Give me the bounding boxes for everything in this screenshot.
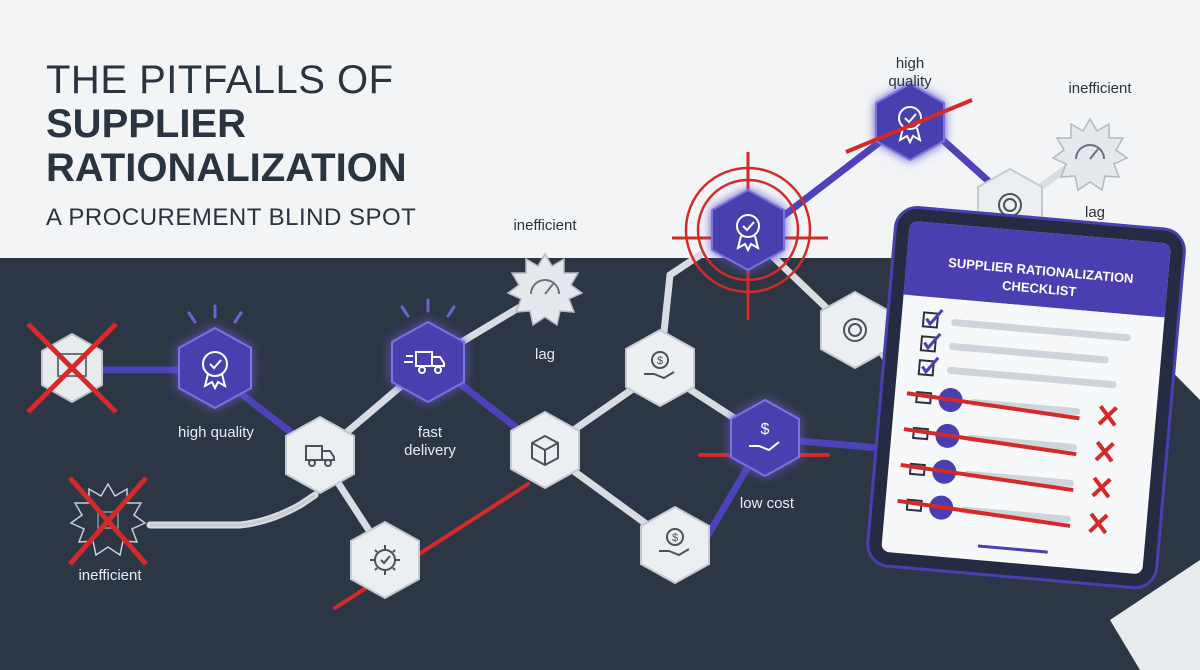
- node-fast-delivery: [391, 320, 465, 404]
- label-fast: fast: [417, 424, 443, 441]
- subtitle: A PROCUREMENT BLIND SPOT: [46, 204, 417, 231]
- label-lag-mid: lag: [534, 346, 556, 363]
- node-crossed-warehouse: [26, 322, 118, 414]
- label-low-cost: low cost: [739, 495, 795, 512]
- label-inefficient-bottom: inefficient: [78, 567, 142, 584]
- x-mark-icon: [1097, 404, 1118, 427]
- checklist-tablet: [866, 205, 1186, 590]
- low-cost-icon: $: [749, 421, 780, 452]
- gear-check-icon: [370, 545, 400, 575]
- x-mark-icon-3: [1091, 476, 1112, 499]
- x-mark-icon-2: [1094, 440, 1115, 463]
- inefficient-burst-mid: [506, 252, 584, 327]
- label-lag-right: lag: [1084, 204, 1106, 221]
- svg-text:$: $: [672, 532, 678, 544]
- node-high-quality-top: [845, 82, 973, 162]
- award-icon-3: [898, 106, 922, 145]
- node-truck: [285, 415, 355, 495]
- title-block: THE PITFALLS OF SUPPLIER RATIONALIZATION…: [46, 58, 416, 232]
- node-gear-bottom: [350, 520, 420, 600]
- node-package: [510, 410, 580, 490]
- award-icon-2: [736, 214, 760, 253]
- gauge-icon: [530, 279, 560, 295]
- checklist-item-2: [919, 332, 1109, 364]
- warehouse-icon: [57, 353, 87, 377]
- checklist-item-7: [897, 495, 1109, 535]
- truck-icon: [305, 445, 335, 467]
- checklist-item-5: [903, 423, 1115, 463]
- gauge-icon-2: [1075, 144, 1105, 160]
- x-mark-icon-4: [1088, 512, 1109, 535]
- link-inner-line: [150, 493, 316, 527]
- label-high-quality-left: high quality: [178, 424, 254, 441]
- inefficient-burst-bottom: [68, 476, 148, 566]
- gear-icon: [843, 318, 867, 342]
- node-high-quality: [178, 326, 252, 410]
- svg-text:$: $: [761, 421, 770, 438]
- label-inefficient-mid: inefficient: [513, 217, 577, 234]
- light-corner: [1110, 560, 1200, 670]
- fast-truck-icon: [404, 351, 445, 374]
- hand-dollar-icon: $: [644, 351, 675, 380]
- node-targeted-quality: [672, 152, 828, 320]
- package-icon: [531, 434, 559, 467]
- inefficient-burst-right: [1051, 117, 1129, 192]
- node-cost-upper: $: [625, 328, 695, 408]
- label-high: high: [895, 55, 925, 72]
- checklist-item-1: [921, 308, 1131, 342]
- label-delivery: delivery: [404, 442, 456, 459]
- checklist-item-3: [917, 356, 1117, 389]
- node-low-cost: $: [730, 398, 800, 478]
- strike-line-3: [845, 98, 973, 154]
- title-line-3: RATIONALIZATION: [46, 146, 407, 190]
- checklist-item-6: [900, 459, 1112, 499]
- crate-icon: [97, 511, 119, 529]
- hand-dollar-icon-2: $: [659, 528, 690, 557]
- title-line-2: SUPPLIER: [46, 102, 247, 146]
- label-inefficient-right: inefficient: [1068, 80, 1132, 97]
- tablet-home-bar: [977, 544, 1048, 554]
- award-icon: [202, 351, 228, 391]
- label-quality: quality: [888, 73, 932, 90]
- title-line-1: THE PITFALLS OF: [46, 58, 394, 102]
- node-cost-lower: $: [640, 505, 710, 585]
- checklist-item-4: [906, 388, 1118, 427]
- svg-text:$: $: [657, 355, 663, 367]
